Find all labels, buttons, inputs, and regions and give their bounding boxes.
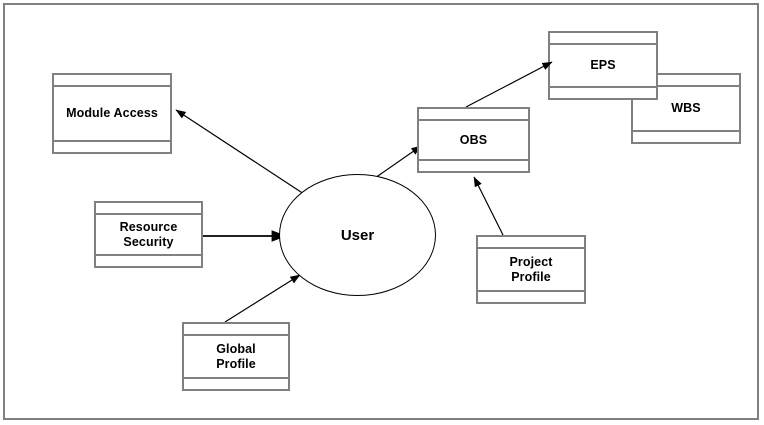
node-wbs-bottom-band [633,130,739,142]
node-eps-bottom-band [550,86,656,98]
node-global-profile-body: Global Profile [184,336,288,377]
edge-obs-to-eps [465,61,553,108]
edge-global-profile-to-user [224,274,301,323]
node-resource-security-bottom-band [96,254,201,266]
node-obs-body: OBS [419,121,528,159]
node-obs-top-band [419,109,528,121]
node-resource-security-top-band [96,203,201,215]
node-project-profile-body: Project Profile [478,249,584,290]
node-eps-body: EPS [550,45,656,86]
node-resource-security-label: Resource Security [119,219,178,249]
node-project-profile-bottom-band [478,290,584,302]
edge-user-to-module-access [175,109,308,197]
node-project-profile[interactable]: Project Profile [476,235,586,304]
node-global-profile-bottom-band [184,377,288,389]
node-wbs-top-band [633,75,739,87]
node-module-access-bottom-band [54,140,170,152]
node-wbs-body: WBS [633,87,739,130]
node-obs-label: OBS [459,132,488,147]
node-project-profile-top-band [478,237,584,249]
node-module-access-label: Module Access [66,106,158,121]
node-global-profile-label: Global Profile [216,341,256,371]
node-module-access-body: Module Access [54,87,170,140]
node-eps-label: EPS [590,58,616,73]
node-user-label: User [340,226,375,244]
node-global-profile-top-band [184,324,288,336]
node-obs[interactable]: OBS [417,107,530,173]
node-resource-security-body: Resource Security [96,215,201,254]
node-eps[interactable]: EPS [548,31,658,100]
node-project-profile-label: Project Profile [509,254,553,284]
node-user[interactable]: User [279,174,436,296]
node-wbs-label: WBS [671,101,701,116]
node-obs-bottom-band [419,159,528,171]
node-resource-security[interactable]: Resource Security [94,201,203,268]
node-global-profile[interactable]: Global Profile [182,322,290,391]
edge-project-profile-to-obs [473,176,504,236]
node-module-access-top-band [54,75,170,87]
node-eps-top-band [550,33,656,45]
node-module-access[interactable]: Module Access [52,73,172,154]
